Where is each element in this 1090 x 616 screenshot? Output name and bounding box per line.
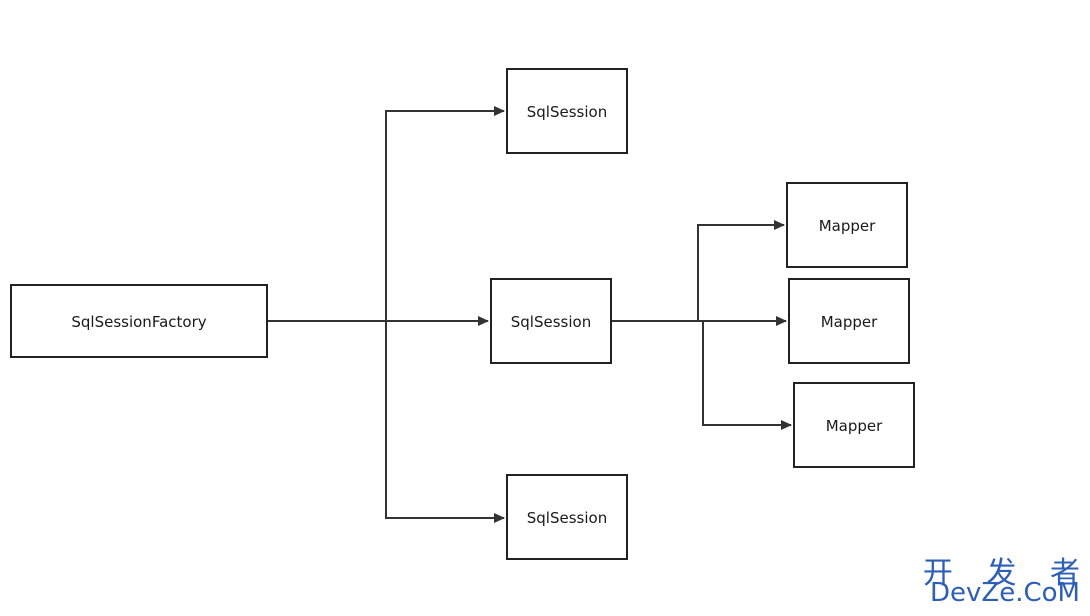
node-mapper-1: Mapper <box>786 182 908 268</box>
node-label: SqlSession <box>527 103 607 121</box>
node-sqlsession-mid: SqlSession <box>490 278 612 364</box>
node-label: Mapper <box>821 313 878 331</box>
edge-factory-to-session-bottom <box>385 321 505 523</box>
node-mapper-3: Mapper <box>793 382 915 468</box>
edge-session-to-mapper-3 <box>702 321 792 430</box>
factory-edges <box>268 106 505 523</box>
node-mapper-2: Mapper <box>788 278 910 364</box>
node-sqlsession-top: SqlSession <box>506 68 628 154</box>
node-label: SqlSession <box>527 509 607 527</box>
session-edges <box>612 220 792 430</box>
edge-session-to-mapper-1 <box>612 220 785 322</box>
node-label: SqlSession <box>511 313 591 331</box>
node-sqlsession-bottom: SqlSession <box>506 474 628 560</box>
node-label: Mapper <box>819 217 876 235</box>
node-label: Mapper <box>826 417 883 435</box>
watermark-domain: DevZe.CoM <box>930 578 1080 608</box>
edge-factory-to-session-top <box>268 106 505 322</box>
node-sqlsessionfactory: SqlSessionFactory <box>10 284 268 358</box>
node-label: SqlSessionFactory <box>71 313 206 331</box>
watermark-chinese: 开 发 者 <box>922 556 1090 591</box>
